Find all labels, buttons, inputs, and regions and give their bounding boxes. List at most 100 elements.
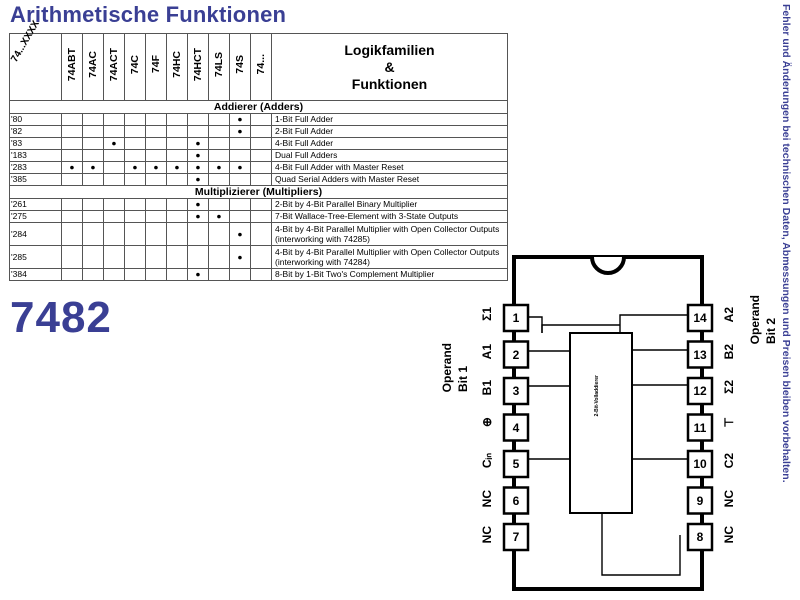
family-mark-empty	[82, 210, 104, 223]
family-mark-empty	[124, 173, 146, 186]
family-mark-empty	[187, 222, 209, 246]
section-title: Multiplizierer (Multipliers)	[9, 185, 508, 199]
family-mark-empty	[124, 245, 146, 269]
family-mark-empty	[250, 268, 272, 281]
side-note: Fehler und Änderungen bei technischen Da…	[780, 4, 800, 596]
family-mark-dot: ●	[229, 222, 251, 246]
pin-label-right: C2	[722, 453, 736, 469]
family-mark-empty	[145, 137, 167, 150]
chip-body	[512, 255, 704, 591]
row-code: '261	[9, 198, 62, 211]
row-code: '275	[9, 210, 62, 223]
table-row: '284●4-Bit by 4-Bit Parallel Multiplier …	[9, 222, 508, 246]
function-header-line: Funktionen	[351, 75, 428, 92]
family-mark-dot: ●	[229, 161, 251, 174]
wire-bottom	[601, 513, 681, 576]
family-mark-empty	[61, 113, 83, 126]
family-mark-empty	[61, 245, 83, 269]
section-row: Multiplizierer (Multipliers)	[9, 185, 508, 199]
family-mark-empty	[229, 149, 251, 162]
pin-box-left	[502, 413, 530, 442]
pin-number: 13	[693, 347, 707, 362]
family-mark-empty	[250, 222, 272, 246]
pin-box-right	[686, 303, 714, 333]
family-mark-empty	[61, 125, 83, 138]
family-mark-dot: ●	[145, 161, 167, 174]
pin-number: 14	[693, 311, 707, 325]
family-mark-empty	[145, 245, 167, 269]
pin-box-left	[502, 449, 530, 479]
family-label: 74HC	[171, 51, 183, 78]
family-mark-empty	[250, 149, 272, 162]
family-label: 74LS	[213, 51, 225, 78]
family-mark-empty	[187, 113, 209, 126]
pin-label-left: Σ1	[480, 307, 494, 321]
family-mark-empty	[124, 198, 146, 211]
row-description: Dual Full Adders	[271, 149, 508, 162]
operand-2-line-1: Operand	[748, 295, 763, 345]
family-label: 74ABT	[66, 47, 78, 82]
family-mark-empty	[250, 125, 272, 138]
family-mark-empty	[103, 161, 125, 174]
row-description: 1-Bit Full Adder	[271, 113, 508, 126]
family-mark-empty	[82, 245, 104, 269]
row-description: Quad Serial Adders with Master Reset	[271, 173, 508, 186]
pin-label-right: A2	[722, 307, 736, 323]
pin-box-right	[686, 340, 714, 369]
family-mark-empty	[208, 268, 230, 281]
family-mark-empty	[229, 137, 251, 150]
table-row: '283●●●●●●●●4-Bit Full Adder with Master…	[9, 161, 508, 174]
family-mark-dot: ●	[187, 173, 209, 186]
family-mark-empty	[103, 149, 125, 162]
family-mark-empty	[250, 137, 272, 150]
family-mark-empty	[103, 210, 125, 223]
family-label: 74F	[150, 55, 162, 74]
row-code: '284	[9, 222, 62, 246]
table-row: '384●8-Bit by 1-Bit Two's Complement Mul…	[9, 268, 508, 281]
pin-box-left	[502, 303, 530, 333]
family-mark-empty	[145, 198, 167, 211]
family-mark-empty	[124, 113, 146, 126]
side-note-text: Fehler und Änderungen bei technischen Da…	[780, 4, 792, 483]
pin-box-left	[502, 486, 530, 515]
section-title: Addierer (Adders)	[9, 100, 508, 114]
family-mark-empty	[61, 173, 83, 186]
family-mark-empty	[103, 268, 125, 281]
family-mark-dot: ●	[166, 161, 188, 174]
family-mark-empty	[103, 113, 125, 126]
row-description: 4-Bit by 4-Bit Parallel Multiplier with …	[271, 245, 508, 269]
family-label: 74ACT	[108, 47, 120, 82]
pin-label-right: Σ2	[722, 380, 736, 394]
family-mark-empty	[82, 198, 104, 211]
function-header: Logikfamilien&Funktionen	[271, 33, 508, 101]
pin-number: 11	[693, 420, 707, 435]
wire-top-bridge	[541, 324, 620, 333]
family-mark-dot: ●	[229, 125, 251, 138]
family-mark-empty	[145, 210, 167, 223]
adder-block	[569, 332, 633, 514]
family-mark-empty	[208, 245, 230, 269]
family-mark-empty	[82, 137, 104, 150]
family-mark-empty	[166, 245, 188, 269]
family-mark-empty	[145, 173, 167, 186]
family-mark-empty	[187, 245, 209, 269]
pin-label-left: Cᵢₙ	[480, 453, 494, 469]
wire-pin14	[619, 314, 688, 333]
pin-label-left: NC	[480, 526, 494, 544]
row-code: '82	[9, 125, 62, 138]
family-mark-empty	[166, 210, 188, 223]
pin-label-left: NC	[480, 489, 494, 507]
pin-box-right	[686, 449, 714, 479]
wire-group	[528, 314, 688, 576]
pin-label-left: B1	[480, 380, 494, 396]
pin-label-right: ⊤	[722, 416, 736, 427]
pin-number: 3	[512, 384, 520, 398]
family-mark-empty	[229, 173, 251, 186]
function-header-line: Logikfamilien	[344, 41, 435, 58]
family-label: 74HCT	[192, 47, 204, 82]
family-header-5: 74HC	[166, 33, 188, 101]
family-mark-empty	[124, 137, 146, 150]
